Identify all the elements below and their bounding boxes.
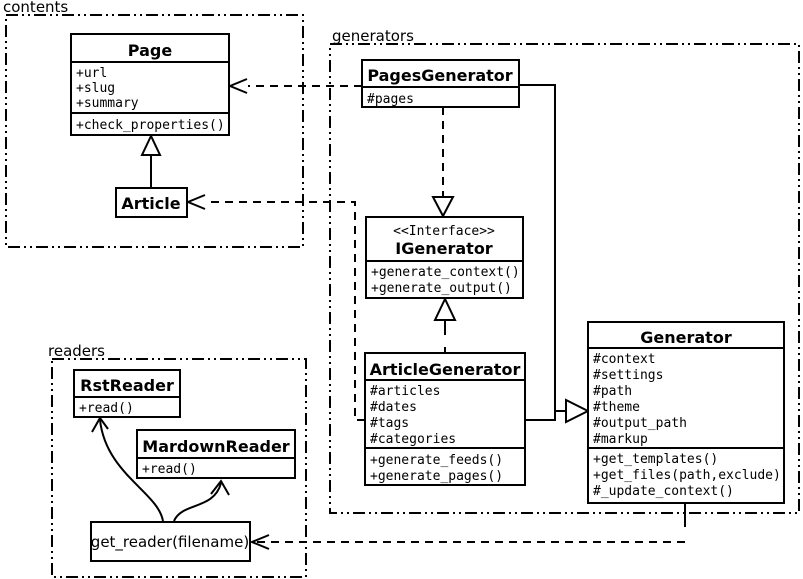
- class-pagesgenerator-box: [361, 59, 520, 108]
- class-igenerator: <<Interface>> IGenerator +generate_conte…: [365, 216, 524, 299]
- edge-generator-to-getreader-dependency: [249, 503, 686, 550]
- class-attribute: +url: [76, 66, 107, 81]
- class-attribute: #theme: [593, 400, 640, 415]
- class-method: +generate_feeds(): [370, 453, 503, 468]
- class-attribute: #tags: [370, 416, 409, 431]
- edge-article-to-page-generalization: [140, 133, 162, 188]
- package-contents-border: [5, 14, 304, 248]
- class-article-box: [115, 187, 188, 218]
- class-method: #_update_context(): [593, 484, 734, 499]
- class-attribute: #categories: [370, 432, 456, 447]
- open-arrowhead-icon: [227, 78, 248, 94]
- hollow-triangle-icon: [433, 296, 457, 321]
- edge-pagesgenerator-to-page-dependency: [227, 78, 362, 94]
- class-article: Article: [115, 187, 188, 218]
- edge-generators-to-generator-generalization: [519, 84, 591, 424]
- class-rstreader: RstReader +read(): [73, 369, 181, 418]
- class-pagesgenerator-name: PagesGenerator: [367, 66, 512, 85]
- class-method: +generate_pages(): [370, 469, 503, 484]
- class-generator-name: Generator: [640, 328, 732, 347]
- class-attribute: +slug: [76, 81, 115, 96]
- class-attribute: +summary: [76, 96, 139, 111]
- node-getreader-box: [90, 521, 251, 562]
- class-method: +read(): [142, 462, 197, 477]
- class-mardownreader-name: MardownReader: [142, 437, 290, 456]
- class-page-name: Page: [128, 41, 173, 60]
- class-page: Page +url +slug +summary +check_properti…: [70, 33, 230, 136]
- class-articlegenerator-name: ArticleGenerator: [370, 360, 521, 379]
- class-method: +read(): [79, 401, 134, 416]
- class-attribute: #settings: [593, 368, 663, 383]
- class-rstreader-name: RstReader: [80, 376, 174, 395]
- edge-articlegenerator-to-article-dependency: [185, 194, 365, 421]
- class-method: +get_templates(): [593, 452, 718, 467]
- class-attribute: #output_path: [593, 416, 687, 431]
- class-method: +get_files(path,exclude): [593, 468, 781, 483]
- class-igenerator-box: [365, 216, 524, 299]
- hollow-triangle-icon: [431, 196, 455, 219]
- open-arrowhead-icon: [185, 194, 206, 210]
- class-method: +generate_context(): [371, 265, 520, 280]
- class-generator-box: [587, 321, 785, 504]
- package-generators-border: [329, 43, 800, 514]
- open-arrowhead-icon: [210, 479, 230, 496]
- class-igenerator-name: IGenerator: [395, 239, 493, 258]
- class-attribute: #markup: [593, 432, 648, 447]
- edge-pagesgenerator-to-igenerator-realization: [431, 107, 455, 219]
- hollow-triangle-icon: [565, 398, 591, 424]
- class-articlegenerator: ArticleGenerator #articles #dates #tags …: [364, 352, 526, 486]
- hollow-triangle-icon: [140, 133, 162, 156]
- class-attribute: #articles: [370, 384, 440, 399]
- class-generator: Generator #context #settings #path #them…: [587, 321, 785, 504]
- package-readers-border: [51, 358, 307, 578]
- class-page-box: [70, 33, 230, 136]
- class-attribute: #pages: [367, 92, 414, 107]
- class-method: +generate_output(): [371, 281, 512, 296]
- class-attribute: #dates: [370, 400, 417, 415]
- class-igenerator-stereotype: <<Interface>>: [393, 224, 495, 239]
- package-contents-label: contents: [3, 0, 68, 16]
- class-articlegenerator-box: [364, 352, 526, 486]
- class-attribute: #path: [593, 384, 632, 399]
- class-article-name: Article: [121, 194, 180, 213]
- open-arrowhead-icon: [249, 534, 270, 550]
- class-rstreader-box: [73, 369, 181, 418]
- edge-articlegenerator-to-igenerator-realization: [433, 296, 457, 352]
- class-attribute: #context: [593, 352, 656, 367]
- class-mardownreader: MardownReader +read(): [136, 429, 296, 479]
- node-getreader: get_reader(filename): [90, 521, 251, 562]
- class-method: +check_properties(): [76, 118, 225, 133]
- edge-getreader-to-mardownreader-arrow: [173, 479, 230, 522]
- class-pagesgenerator: PagesGenerator #pages: [361, 59, 520, 108]
- node-getreader-label: get_reader(filename): [91, 533, 249, 552]
- package-generators-label: generators: [332, 27, 414, 45]
- class-mardownreader-box: [136, 429, 296, 479]
- package-readers-label: readers: [48, 342, 105, 360]
